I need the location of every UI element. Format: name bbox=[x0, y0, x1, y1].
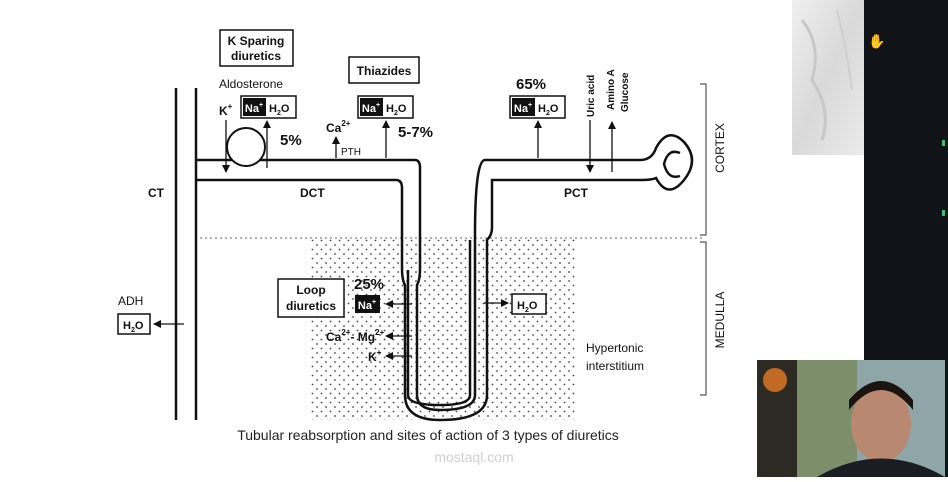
dct-label: DCT bbox=[300, 186, 325, 200]
na-badge bbox=[243, 98, 266, 116]
loop-line2: diuretics bbox=[286, 299, 336, 313]
pct-label: PCT bbox=[564, 186, 589, 200]
watermark: mostaql.com bbox=[434, 449, 513, 465]
h2o-text: H2O bbox=[123, 320, 144, 334]
hypertonic-label: Hypertonic bbox=[586, 341, 643, 355]
interstitium-label: interstitium bbox=[586, 359, 644, 373]
k-sparing-line1: K Sparing bbox=[228, 34, 285, 48]
adh-h2o-box bbox=[117, 313, 151, 335]
na-text: Na+ bbox=[362, 102, 380, 115]
pth-label: PTH bbox=[341, 147, 361, 158]
k-sparing-box bbox=[219, 29, 294, 67]
figure-caption: Tubular reabsorption and sites of action… bbox=[237, 427, 619, 443]
k-sparing-percent: 5% bbox=[280, 132, 302, 149]
h2o-text: H2O bbox=[386, 103, 407, 117]
region-brackets bbox=[700, 83, 707, 396]
loop-diuretics-box bbox=[277, 278, 345, 318]
h2o-text: H2O bbox=[517, 300, 538, 314]
na-text: Na+ bbox=[514, 102, 532, 115]
bowmans-capsule bbox=[639, 134, 694, 191]
loop-line1: Loop bbox=[296, 283, 325, 297]
aldosterone-label: Aldosterone bbox=[219, 77, 283, 91]
loop-percent: 25% bbox=[354, 276, 384, 293]
adh-label: ADH bbox=[118, 294, 143, 308]
medulla-label: MEDULLA bbox=[713, 292, 727, 349]
pct-percent: 65% bbox=[516, 76, 546, 93]
webcam-graphic bbox=[757, 360, 945, 477]
loop-k-label: K+ bbox=[368, 348, 382, 364]
ion-pump bbox=[226, 127, 266, 167]
h2o-text: H2O bbox=[269, 103, 290, 117]
uric-acid-label: Uric acid bbox=[586, 75, 597, 117]
k-sparing-line2: diuretics bbox=[231, 49, 281, 63]
glucose-label: Glucose bbox=[620, 72, 631, 112]
thiazides-box bbox=[348, 56, 420, 84]
collecting-tubule bbox=[174, 88, 198, 420]
thiazides-percent: 5-7% bbox=[398, 124, 433, 141]
thiazides-label: Thiazides bbox=[357, 64, 412, 78]
na-badge bbox=[512, 98, 535, 116]
cortex-label: CORTEX bbox=[713, 123, 727, 173]
ct-label: CT bbox=[148, 186, 165, 200]
h2o-text: H2O bbox=[538, 103, 559, 117]
ca-mg-label: Ca2+- Mg2+ bbox=[326, 328, 385, 344]
hand-cursor-icon: ✋ bbox=[868, 33, 886, 49]
k-ion-label: K+ bbox=[219, 102, 233, 118]
medulla-interstitium bbox=[200, 237, 705, 420]
loop-h2o-box bbox=[511, 293, 547, 315]
nephron-tubule bbox=[196, 158, 640, 422]
na-text: Na+ bbox=[245, 102, 263, 115]
na-text: Na+ bbox=[358, 299, 376, 312]
amino-acid-label: Amino A bbox=[606, 69, 617, 110]
ca-label: Ca2+ bbox=[326, 119, 351, 135]
na-badge bbox=[360, 98, 383, 116]
na-badge bbox=[355, 295, 380, 313]
webcam-overlay bbox=[757, 360, 945, 477]
